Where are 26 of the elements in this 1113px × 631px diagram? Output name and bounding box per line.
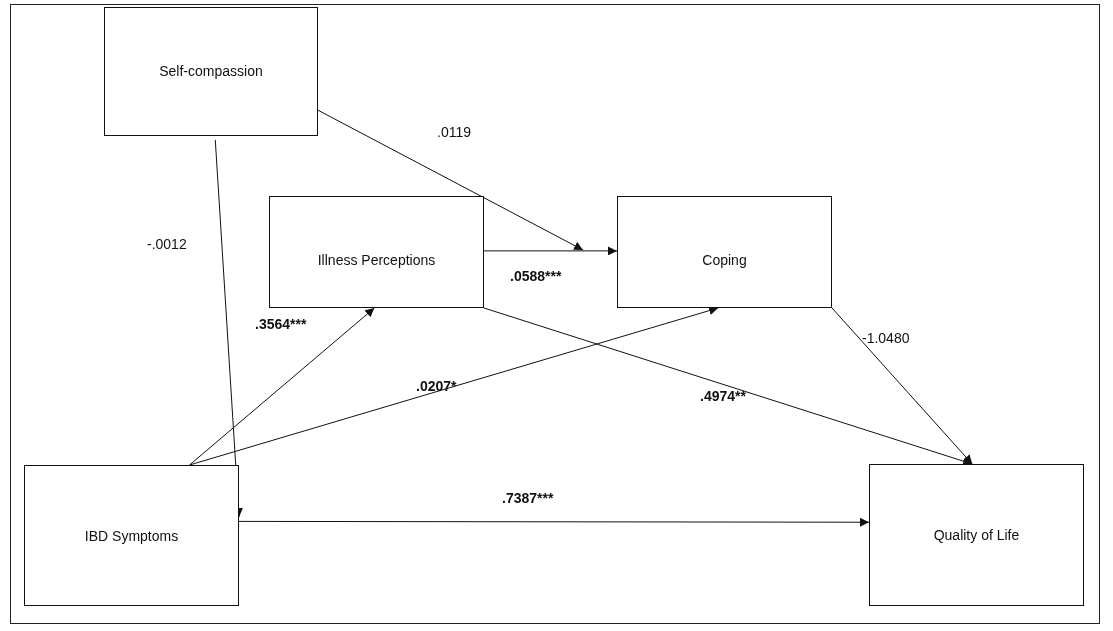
arrow [483, 246, 618, 256]
variable-name: IBD Symptoms [84, 527, 179, 544]
variable-box [617, 196, 832, 308]
path-coefficient: .0207* [416, 378, 457, 394]
arrow [317, 109, 584, 251]
path-coefficient: .0588*** [510, 268, 562, 284]
arrow [189, 307, 375, 466]
path-coefficient: -1.0480 [862, 330, 910, 346]
path-coefficient: -.0012 [147, 236, 187, 252]
path-coefficient: .4974** [700, 388, 746, 404]
variable-name: Coping [702, 252, 747, 268]
path-coefficient: .0119 [437, 124, 471, 140]
arrow [189, 306, 719, 466]
arrow [831, 307, 973, 465]
variable-name: Self-compassion [159, 63, 263, 79]
variable-name: Quality of Life [933, 527, 1020, 543]
arrow [238, 517, 870, 527]
variable-name: Illness Perceptions [317, 252, 436, 268]
variable-box [869, 464, 1084, 606]
path-coefficient: .7387*** [502, 490, 554, 506]
arrow [214, 139, 243, 518]
variable-box [104, 7, 318, 136]
variable-box [24, 465, 239, 606]
variable-box [269, 196, 484, 308]
arrow [483, 307, 973, 466]
path-coefficient: .3564*** [255, 316, 307, 332]
